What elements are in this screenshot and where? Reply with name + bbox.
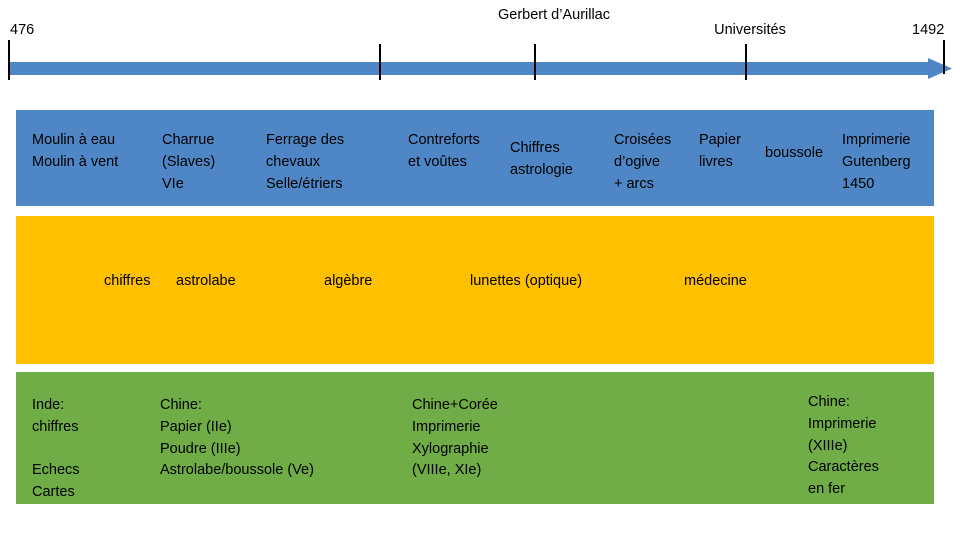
green-item-chine-1: Chine: Papier (IIe) Poudre (IIIe) Astrol…	[160, 397, 314, 479]
timeline-end-label: 1492	[912, 22, 945, 38]
blue-item-moulins: Moulin à eau Moulin à vent	[32, 132, 119, 170]
yellow-item-chiffres: chiffres	[104, 273, 151, 289]
timeline-tick-mid	[534, 44, 536, 80]
blue-item-chiffres: Chiffres astrologie	[510, 140, 573, 178]
band-asia-origins	[16, 372, 934, 504]
band-arab-transmission	[16, 216, 934, 364]
band-inventions-europe	[16, 110, 934, 206]
blue-item-papier: Papier livres	[699, 132, 741, 170]
blue-item-croisees: Croisées d’ogive + arcs	[614, 132, 672, 192]
yellow-item-algebre: algèbre	[324, 273, 373, 289]
timeline-tick-universites	[745, 44, 747, 80]
blue-item-boussole: boussole	[765, 145, 824, 161]
green-item-chine-coree: Chine+Corée Imprimerie Xylographie (VIII…	[412, 397, 498, 479]
timeline-marker-gerbert: Gerbert d’Aurillac	[497, 7, 610, 23]
blue-item-charrue: Charrue (Slaves) VIe	[162, 132, 216, 192]
green-item-chine-2: Chine: Imprimerie (XIIIe) Caractères en …	[808, 394, 879, 497]
yellow-item-astrolabe: astrolabe	[176, 273, 236, 289]
timeline-tick-start	[8, 40, 10, 80]
blue-item-contreforts: Contreforts et voûtes	[408, 132, 480, 170]
timeline-tick-gerbert	[379, 44, 381, 80]
yellow-item-medecine: médecine	[684, 273, 747, 289]
timeline-arrow	[8, 58, 952, 79]
blue-item-ferrage: Ferrage des chevaux Selle/étriers	[266, 132, 345, 192]
blue-item-imprimerie: Imprimerie Gutenberg 1450	[842, 132, 911, 192]
yellow-item-lunettes: lunettes (optique)	[470, 273, 583, 289]
green-item-inde: Inde: chiffres Echecs Cartes	[32, 397, 80, 500]
timeline-tick-end	[943, 40, 945, 74]
timeline-marker-universites: Universités	[714, 22, 786, 38]
timeline-start-label: 476	[10, 22, 35, 38]
